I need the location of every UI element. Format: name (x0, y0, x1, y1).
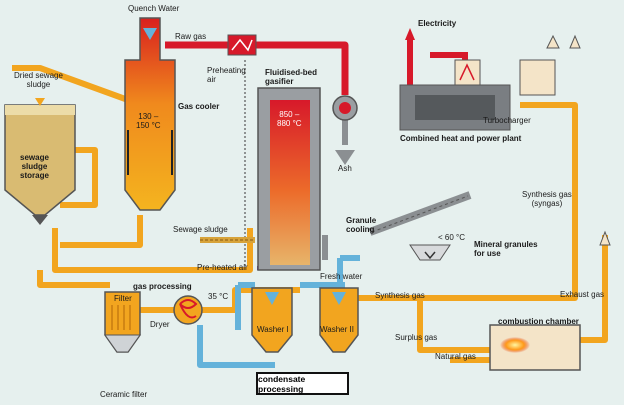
label-preheating-air: Preheating air (207, 66, 246, 84)
dryer-unit (173, 295, 203, 325)
ceramic-filter-vessel (104, 291, 141, 353)
condensate-processing-box: condensate processing (256, 372, 349, 395)
synthesis-gas-pipes (37, 102, 608, 363)
label-fresh-water: Fresh water (320, 272, 363, 281)
exhaust-gas-arrow (599, 230, 611, 246)
heat-exchanger (227, 34, 257, 56)
label-sewage-sludge: Sewage sludge (173, 225, 228, 234)
label-turbocharger: Turbocharger (483, 116, 531, 125)
label-washer-2: Washer II (320, 325, 354, 334)
label-filter: Filter (114, 294, 132, 303)
label-ceramic-filter: Ceramic filter (100, 390, 148, 399)
label-natural-gas: Natural gas (435, 352, 476, 361)
label-quench-water: Quench Water (128, 4, 180, 13)
label-temp-60: < 60 °C (438, 233, 465, 242)
label-preheated-air: Pre-heated air (197, 263, 248, 272)
label-ash: Ash (338, 164, 352, 173)
label-chp: Combined heat and power plant (400, 134, 522, 143)
electricity-arrow (405, 28, 415, 40)
sludge-in-arrow (35, 98, 45, 106)
label-sludge-storage: sewage sludge storage (20, 153, 49, 180)
label-gas-processing: gas processing (133, 282, 192, 291)
combustion-chamber (489, 324, 581, 371)
chp-exhaust-arrow (546, 34, 560, 49)
label-mineral-granules: Mineral granules for use (474, 240, 538, 258)
label-combustion-chamber: combustion chamber (498, 317, 579, 326)
label-gasifier-temp: 850 – 880 °C (277, 110, 302, 128)
label-gas-cooler: Gas cooler (178, 102, 220, 111)
label-dried-sludge: Dried sewage sludge (14, 71, 63, 89)
granule-bowl (409, 244, 451, 261)
label-temp-35: 35 °C (208, 292, 229, 301)
label-gasifier: Fluidised-bed gasifier (265, 68, 317, 86)
granule-arrow (424, 251, 436, 260)
label-cooler-temp: 130 – 150 °C (136, 112, 161, 130)
sludge-storage-silo (4, 104, 76, 225)
label-electricity: Electricity (418, 19, 457, 28)
label-washer-1: Washer I (257, 325, 289, 334)
label-raw-gas: Raw gas (175, 32, 207, 41)
gasifier-vessel (257, 87, 358, 271)
ash-pipe (322, 120, 348, 260)
label-dryer: Dryer (150, 320, 170, 329)
label-surplus-gas: Surplus gas (395, 333, 438, 342)
label-syngas: Synthesis gas (syngas) (522, 190, 572, 208)
chp-exhaust-arrow-2 (569, 34, 581, 49)
label-synthesis-gas: Synthesis gas (375, 291, 425, 300)
ash-funnel (335, 150, 355, 165)
label-granule-cooling: Granule cooling (346, 216, 377, 234)
chp-engine (399, 59, 556, 131)
washer-2-vessel (319, 287, 359, 353)
washer-1-vessel (251, 287, 293, 353)
gas-cooler-vessel (124, 17, 176, 211)
granule-cooling-screw (368, 191, 472, 236)
label-exhaust-gas: Exhaust gas (560, 290, 605, 299)
